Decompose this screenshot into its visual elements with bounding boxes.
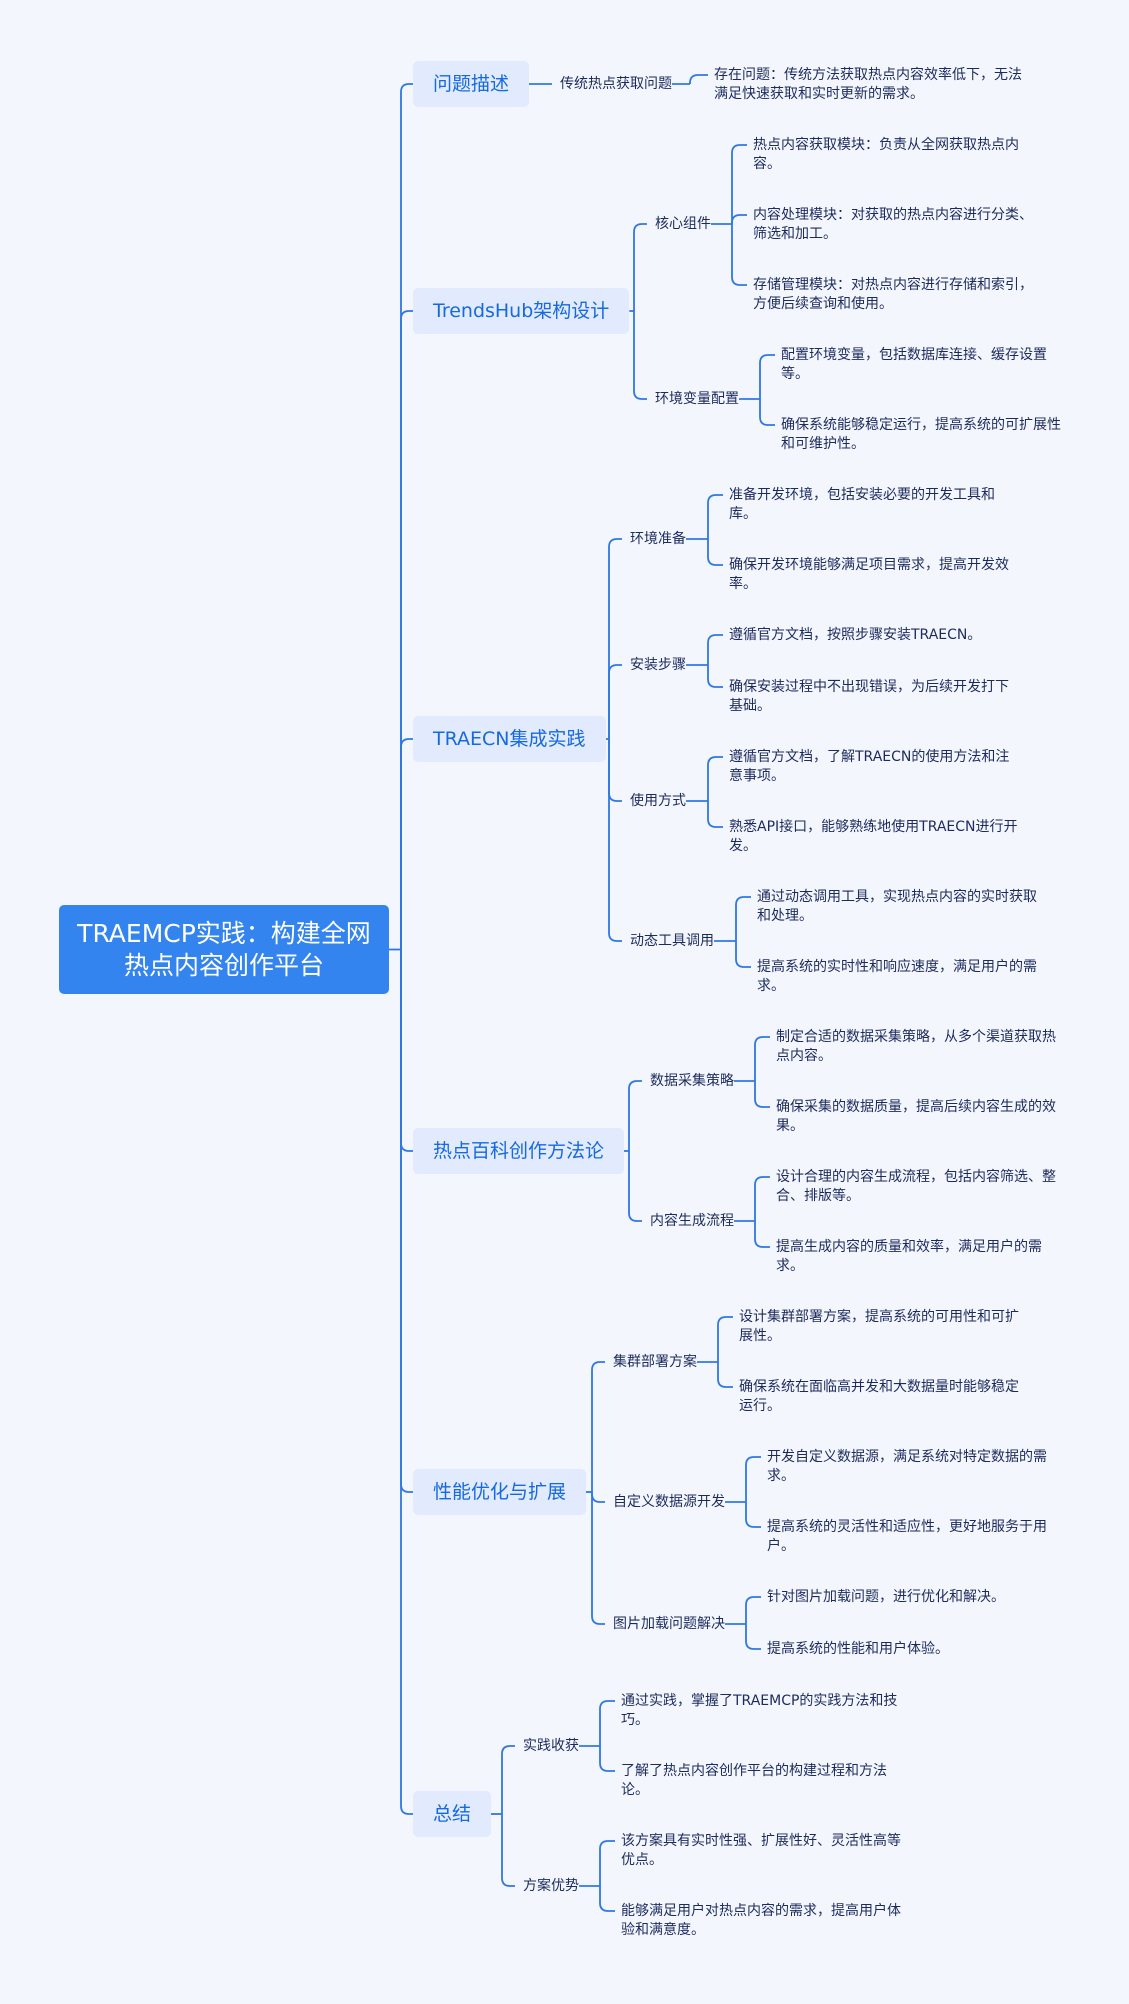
connector-line bbox=[707, 539, 723, 566]
branch-hotspot-methodology[interactable]: 热点百科创作方法论 bbox=[413, 1128, 625, 1174]
connector-line bbox=[745, 1456, 761, 1502]
connector-line bbox=[608, 739, 622, 802]
subtopic-content-generation[interactable]: 内容生成流程 bbox=[650, 1213, 734, 1229]
leaf-generation-2[interactable]: 提高生成内容的质量和效率，满足用户的需求。 bbox=[776, 1239, 1042, 1274]
connector-line bbox=[400, 738, 413, 950]
connector-line bbox=[633, 311, 647, 400]
leaf-cluster-1[interactable]: 设计集群部署方案，提高系统的可用性和可扩展性。 bbox=[739, 1309, 1019, 1344]
leaf-env-config-1[interactable]: 配置环境变量，包括数据库连接、缓存设置等。 bbox=[781, 347, 1047, 382]
leaf-advantages-1[interactable]: 该方案具有实时性强、扩展性好、灵活性高等优点。 bbox=[621, 1833, 901, 1868]
subtopic-install-steps[interactable]: 安装步骤 bbox=[630, 657, 686, 673]
branch-trendshub-architecture[interactable]: TrendsHub架构设计 bbox=[413, 288, 630, 334]
connector-line bbox=[754, 1081, 770, 1108]
subtopic-env-config[interactable]: 环境变量配置 bbox=[655, 391, 739, 407]
leaf-env-prep-2[interactable]: 确保开发环境能够满足项目需求，提高开发效率。 bbox=[729, 557, 1009, 592]
connector-line bbox=[745, 1624, 761, 1650]
connector-line bbox=[745, 1596, 761, 1624]
connector-line bbox=[731, 144, 747, 224]
leaf-env-config-2[interactable]: 确保系统能够稳定运行，提高系统的可扩展性和可维护性。 bbox=[781, 417, 1061, 452]
connector-line bbox=[754, 1221, 770, 1248]
connector-line bbox=[759, 399, 775, 426]
leaf-cluster-2[interactable]: 确保系统在面临高并发和大数据量时能够稳定运行。 bbox=[739, 1379, 1019, 1414]
connector-line bbox=[689, 74, 708, 84]
leaf-datasource-2[interactable]: 提高系统的灵活性和适应性，更好地服务于用户。 bbox=[767, 1519, 1047, 1554]
leaf-dynamic-2[interactable]: 提高系统的实时性和响应速度，满足用户的需求。 bbox=[757, 959, 1037, 994]
branch-performance-optimization[interactable]: 性能优化与扩展 bbox=[413, 1469, 587, 1515]
connector-line bbox=[599, 1700, 615, 1746]
leaf-install-2[interactable]: 确保安装过程中不出现错误，为后续开发打下基础。 bbox=[729, 679, 1009, 714]
connector-line bbox=[608, 538, 622, 739]
subtopic-cluster-deployment[interactable]: 集群部署方案 bbox=[613, 1354, 697, 1370]
leaf-gains-1[interactable]: 通过实践，掌握了TRAEMCP的实践方法和技巧。 bbox=[621, 1693, 898, 1728]
leaf-core-3[interactable]: 存储管理模块：对热点内容进行存储和索引，方便后续查询和使用。 bbox=[753, 277, 1033, 312]
subtopic-practice-gains[interactable]: 实践收获 bbox=[523, 1738, 579, 1754]
subtopic-dynamic-tools[interactable]: 动态工具调用 bbox=[630, 933, 714, 949]
subtopic-image-loading[interactable]: 图片加载问题解决 bbox=[613, 1616, 725, 1632]
leaf-datasource-1[interactable]: 开发自定义数据源，满足系统对特定数据的需求。 bbox=[767, 1449, 1047, 1484]
connector-line bbox=[501, 1745, 515, 1814]
connector-line bbox=[707, 756, 723, 801]
subtopic-usage[interactable]: 使用方式 bbox=[630, 793, 686, 809]
connector-line bbox=[608, 739, 622, 942]
connector-line bbox=[628, 1151, 642, 1222]
connector-line bbox=[745, 1502, 761, 1528]
connector-line bbox=[501, 1814, 515, 1887]
connector-line bbox=[731, 214, 747, 224]
leaf-image-1[interactable]: 针对图片加载问题，进行优化和解决。 bbox=[767, 1589, 1005, 1605]
connector-line bbox=[707, 494, 723, 539]
leaf-install-1[interactable]: 遵循官方文档，按照步骤安装TRAECN。 bbox=[729, 627, 982, 643]
connector-line bbox=[759, 354, 775, 399]
connector-line bbox=[591, 1492, 605, 1625]
leaf-generation-1[interactable]: 设计合理的内容生成流程，包括内容筛选、整合、排版等。 bbox=[776, 1169, 1056, 1204]
connector-line bbox=[400, 949, 413, 1815]
subtopic-env-prep[interactable]: 环境准备 bbox=[630, 531, 686, 547]
connector-line bbox=[735, 896, 751, 941]
root-topic[interactable]: TRAEMCP实践：构建全网热点内容创作平台 bbox=[59, 905, 389, 994]
connector-line bbox=[735, 941, 751, 968]
connector-line bbox=[400, 949, 413, 1493]
connector-line bbox=[707, 801, 723, 828]
connector-line bbox=[599, 1886, 615, 1912]
connector-line bbox=[599, 1746, 615, 1772]
connector-line bbox=[717, 1362, 733, 1388]
connector-line bbox=[591, 1361, 605, 1492]
subtopic-data-collection[interactable]: 数据采集策略 bbox=[650, 1073, 734, 1089]
connector-line bbox=[400, 310, 413, 950]
connector-line bbox=[591, 1492, 605, 1503]
subtopic-core-components[interactable]: 核心组件 bbox=[655, 216, 711, 232]
leaf-core-2[interactable]: 内容处理模块：对获取的热点内容进行分类、筛选和加工。 bbox=[753, 207, 1033, 242]
connector-line bbox=[707, 634, 723, 665]
subtopic-custom-datasource[interactable]: 自定义数据源开发 bbox=[613, 1494, 725, 1510]
connector-line bbox=[717, 1316, 733, 1362]
leaf-advantages-2[interactable]: 能够满足用户对热点内容的需求，提高用户体验和满意度。 bbox=[621, 1903, 901, 1938]
leaf-collection-2[interactable]: 确保采集的数据质量，提高后续内容生成的效果。 bbox=[776, 1099, 1056, 1134]
connector-line bbox=[400, 83, 413, 950]
branch-traecn-integration[interactable]: TRAECN集成实践 bbox=[413, 716, 606, 762]
leaf-gains-2[interactable]: 了解了热点内容创作平台的构建过程和方法论。 bbox=[621, 1763, 887, 1798]
branch-problem-description[interactable]: 问题描述 bbox=[413, 61, 530, 107]
leaf-usage-1[interactable]: 遵循官方文档，了解TRAECN的使用方法和注意事项。 bbox=[729, 749, 1010, 784]
connector-line bbox=[754, 1036, 770, 1081]
leaf-collection-1[interactable]: 制定合适的数据采集策略，从多个渠道获取热点内容。 bbox=[776, 1029, 1056, 1064]
leaf-core-1[interactable]: 热点内容获取模块：负责从全网获取热点内容。 bbox=[753, 137, 1019, 172]
connector-line bbox=[599, 1840, 615, 1886]
leaf-env-prep-1[interactable]: 准备开发环境，包括安装必要的开发工具和库。 bbox=[729, 487, 995, 522]
leaf-usage-2[interactable]: 熟悉API接口，能够熟练地使用TRAECN进行开发。 bbox=[729, 819, 1018, 854]
leaf-image-2[interactable]: 提高系统的性能和用户体验。 bbox=[767, 1641, 949, 1657]
connector-line bbox=[731, 224, 747, 286]
branch-summary[interactable]: 总结 bbox=[413, 1791, 492, 1837]
connector-line bbox=[633, 223, 647, 311]
leaf-dynamic-1[interactable]: 通过动态调用工具，实现热点内容的实时获取和处理。 bbox=[757, 889, 1037, 924]
subtopic-traditional-hotspot[interactable]: 传统热点获取问题 bbox=[560, 76, 672, 92]
connector-line bbox=[608, 664, 622, 739]
connector-line bbox=[754, 1176, 770, 1221]
connector-line bbox=[628, 1080, 642, 1151]
connector-line bbox=[707, 665, 723, 688]
leaf-problem-statement[interactable]: 存在问题：传统方法获取热点内容效率低下，无法满足快速获取和实时更新的需求。 bbox=[714, 67, 1022, 102]
connector-line bbox=[400, 949, 413, 1152]
subtopic-solution-advantages[interactable]: 方案优势 bbox=[523, 1878, 579, 1894]
